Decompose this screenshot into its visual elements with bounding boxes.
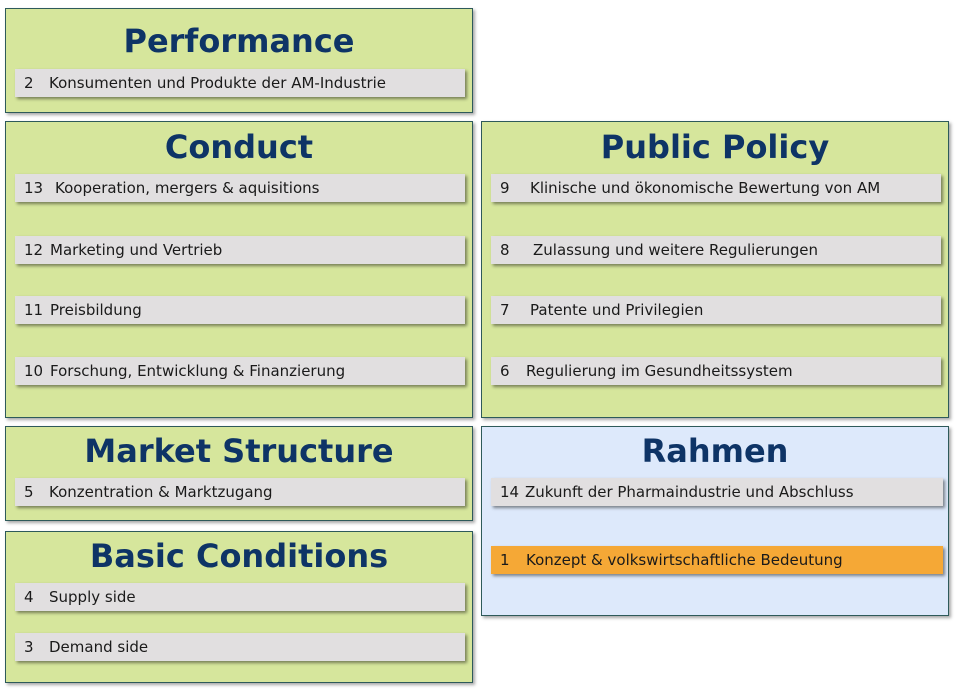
topic-label: Zukunft der Pharmaindustrie und Abschlus… bbox=[525, 483, 854, 501]
topic-number: 8 bbox=[500, 241, 510, 259]
topic-label: Zulassung und weitere Regulierungen bbox=[533, 241, 818, 259]
rahmen-title: Rahmen bbox=[641, 432, 789, 470]
topic-number: 13 bbox=[24, 179, 44, 197]
topic-label: Regulierung im Gesundheitssystem bbox=[526, 362, 793, 380]
topic-number: 6 bbox=[500, 362, 510, 380]
topic-item-13[interactable]: 13 Kooperation, mergers & aquisitions bbox=[15, 174, 465, 202]
topic-item-8[interactable]: 8 Zulassung und weitere Regulierungen bbox=[491, 236, 941, 264]
topic-label: Supply side bbox=[49, 588, 136, 606]
basic-conditions-title: Basic Conditions bbox=[89, 537, 389, 575]
topic-number: 11 bbox=[24, 301, 44, 319]
topic-number: 12 bbox=[24, 241, 44, 259]
topic-number: 9 bbox=[500, 179, 510, 197]
rahmen-panel: Rahmen 14 Zukunft der Pharmaindustrie und… bbox=[481, 426, 949, 616]
topic-item-6[interactable]: 6 Regulierung im Gesundheitssystem bbox=[491, 357, 941, 385]
topic-label: Konsumenten und Produkte der AM-Industri… bbox=[49, 74, 387, 92]
topic-label: Konzept & volkswirtschaftliche Bedeutung bbox=[526, 551, 843, 569]
performance-title: Performance bbox=[123, 22, 355, 60]
conduct-panel: Conduct 13 Kooperation, mergers & aquisit… bbox=[5, 121, 473, 418]
topic-item-14[interactable]: 14 Zukunft der Pharmaindustrie und Abschl… bbox=[491, 478, 943, 506]
topic-item-10[interactable]: 10 Forschung, Entwicklung & Finanzierung bbox=[15, 357, 465, 385]
topic-number: 5 bbox=[24, 483, 34, 501]
topic-label: Marketing und Vertrieb bbox=[50, 241, 223, 259]
topic-label: Kooperation, mergers & aquisitions bbox=[55, 179, 320, 197]
topic-label: Forschung, Entwicklung & Finanzierung bbox=[50, 362, 346, 380]
topic-number: 2 bbox=[24, 74, 34, 92]
topic-item-12[interactable]: 12 Marketing und Vertrieb bbox=[15, 236, 465, 264]
conduct-title: Conduct bbox=[164, 128, 314, 166]
topic-item-3[interactable]: 3 Demand side bbox=[15, 633, 465, 661]
topic-item-4[interactable]: 4 Supply side bbox=[15, 583, 465, 611]
topic-number: 4 bbox=[24, 588, 34, 606]
public-policy-title: Public Policy bbox=[600, 128, 830, 166]
topic-item-9[interactable]: 9 Klinische und ökonomische Bewertung von… bbox=[491, 174, 941, 202]
market-structure-title: Market Structure bbox=[84, 432, 394, 470]
topic-label: Preisbildung bbox=[50, 301, 142, 319]
market-structure-panel: Market Structure 5 Konzentration & Marktz… bbox=[5, 426, 473, 521]
performance-panel: Performance 2 Konsumenten und Produkte de… bbox=[5, 8, 473, 113]
public-policy-panel: Public Policy 9 Klinische und ökonomische… bbox=[481, 121, 949, 418]
basic-conditions-panel: Basic Conditions 4 Supply side 3 Demand si… bbox=[5, 531, 473, 683]
topic-number: 1 bbox=[500, 551, 510, 569]
topic-item-11[interactable]: 11 Preisbildung bbox=[15, 296, 465, 324]
topic-item-7[interactable]: 7 Patente und Privilegien bbox=[491, 296, 941, 324]
topic-label: Patente und Privilegien bbox=[530, 301, 704, 319]
topic-number: 14 bbox=[500, 483, 520, 501]
topic-item-5[interactable]: 5 Konzentration & Marktzugang bbox=[15, 478, 465, 506]
topic-item-1[interactable]: 1 Konzept & volkswirtschaftliche Bedeutun… bbox=[491, 546, 943, 574]
topic-label: Klinische und ökonomische Bewertung von … bbox=[530, 179, 881, 197]
topic-number: 10 bbox=[24, 362, 44, 380]
topic-number: 3 bbox=[24, 638, 34, 656]
topic-label: Demand side bbox=[49, 638, 149, 656]
topic-label: Konzentration & Marktzugang bbox=[49, 483, 273, 501]
topic-number: 7 bbox=[500, 301, 510, 319]
topic-item-2[interactable]: 2 Konsumenten und Produkte der AM-Industr… bbox=[15, 69, 465, 97]
